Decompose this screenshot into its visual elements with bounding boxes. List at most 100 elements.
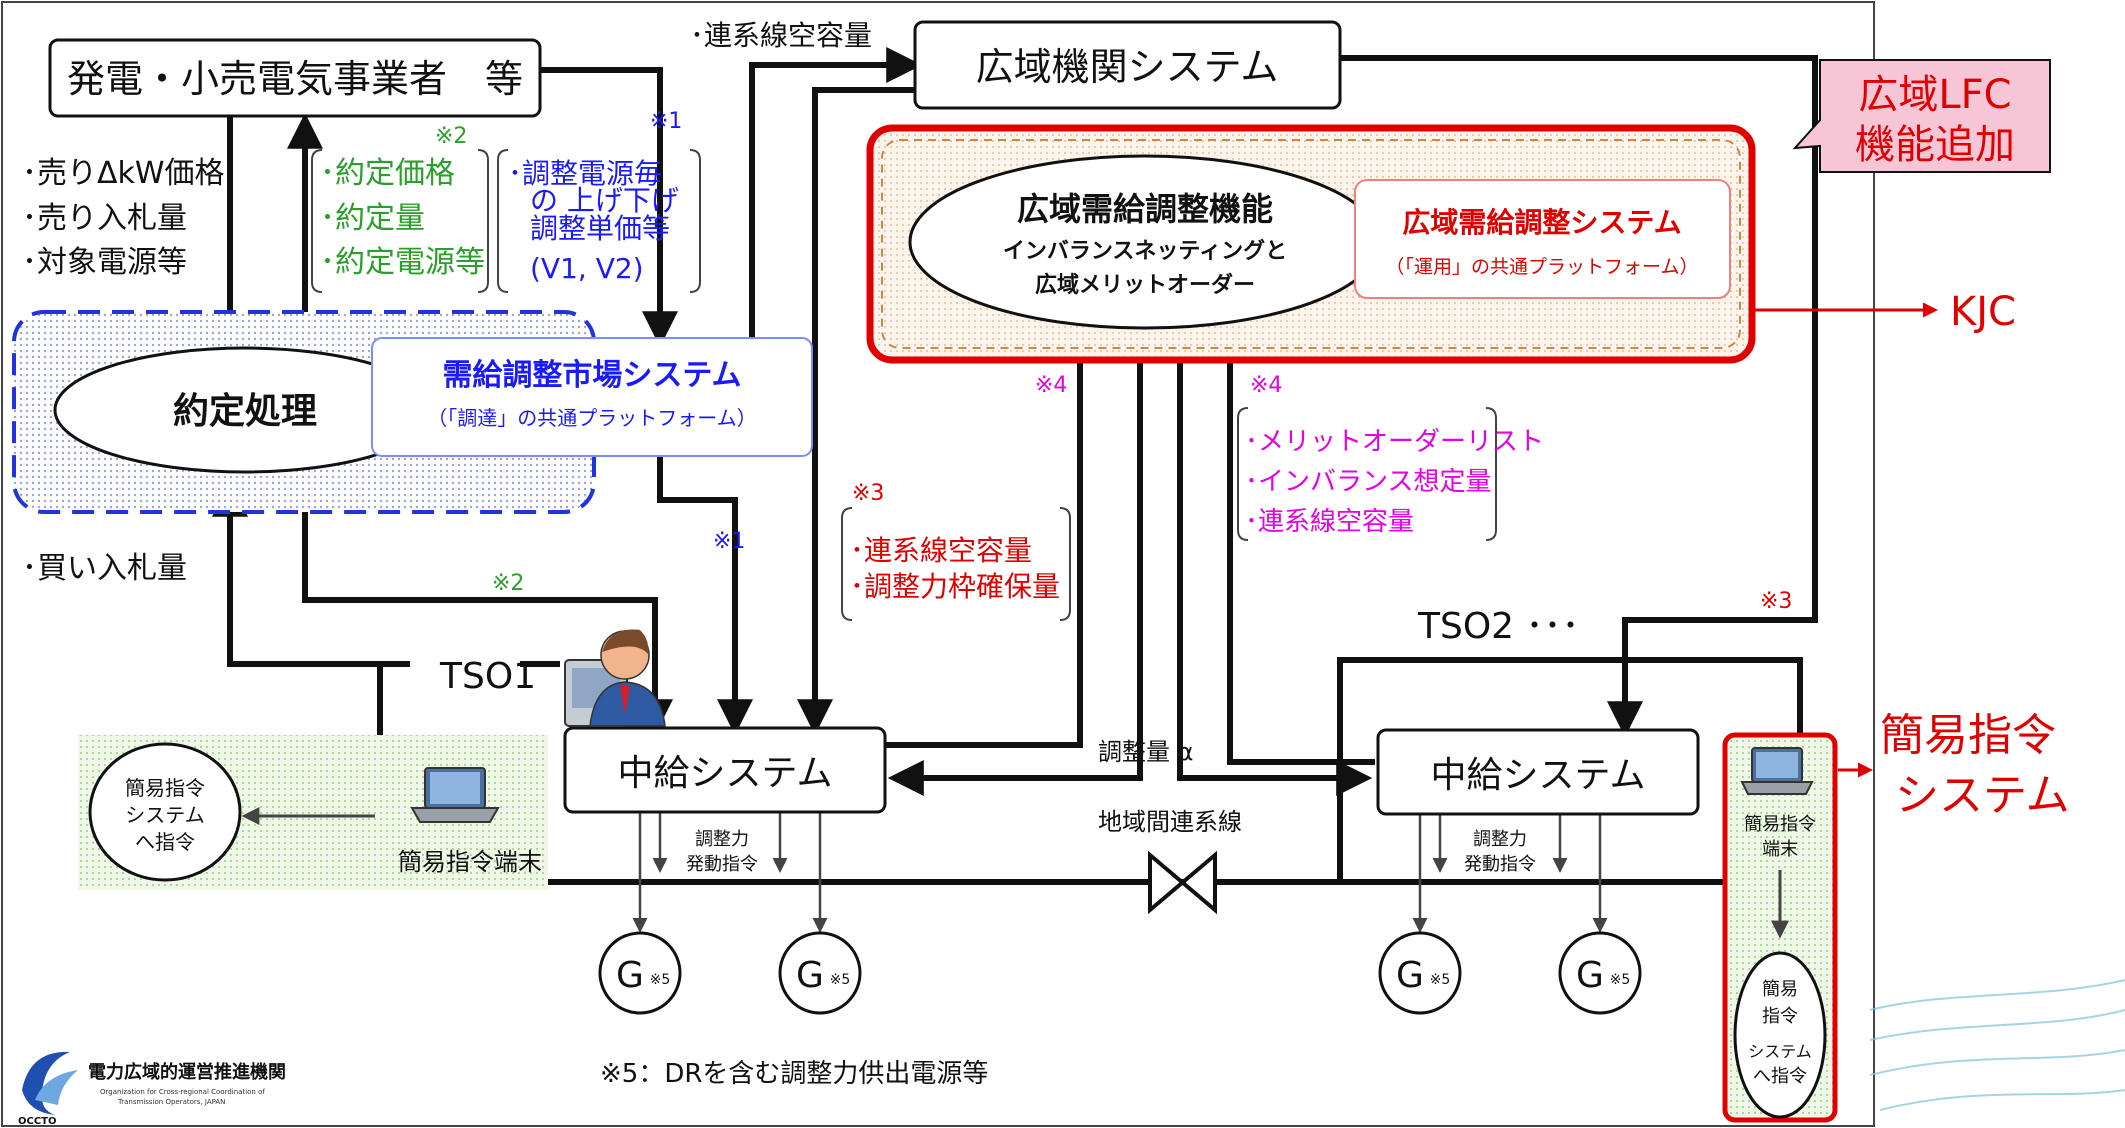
- occto-system-label: 広域機関システム: [976, 45, 1279, 89]
- adjust-line2: の 上げ下げ: [530, 184, 679, 217]
- market-system-box[interactable]: [371, 337, 813, 457]
- wide-system-subtitle: （「運用」の共通プラットフォーム）: [1386, 256, 1699, 278]
- sell-price-label: ･売りΔkW価格: [22, 156, 225, 191]
- intertie-capacity-mid: ･連系線空容量: [850, 534, 1032, 567]
- contract-sources-label: ･約定電源等: [320, 245, 485, 280]
- simple-terminal-label: 簡易指令端末: [398, 848, 542, 876]
- svg-text:※5: ※5: [650, 972, 671, 988]
- adjust-line1: ･調整電源毎: [508, 157, 662, 190]
- intertie-valve-icon: [1148, 850, 1217, 915]
- lfc-callout: 広域LFC 機能追加: [1792, 59, 2051, 173]
- wide-system-title: 広域需給調整システム: [1402, 206, 1681, 239]
- note-1b: ※1: [713, 529, 745, 554]
- simple-right-line1: 簡易: [1762, 979, 1798, 1000]
- svg-text:G: G: [1576, 955, 1604, 996]
- dispatch-2b: 発動指令: [1464, 854, 1536, 875]
- imbalance-forecast: ･インバランス想定量: [1245, 467, 1491, 497]
- generator-icon: G ※5: [1558, 931, 1642, 1015]
- generator-note: ※5：DRを含む調整力供出電源等: [600, 1059, 988, 1089]
- contract-processing-label: 約定処理: [173, 391, 317, 432]
- generator-icon: G ※5: [1378, 931, 1462, 1015]
- target-sources-label: ･対象電源等: [22, 245, 187, 280]
- simple-left-line3: へ指令: [135, 830, 195, 854]
- laptop-icon: [410, 767, 500, 823]
- lfc-callout-line2: 機能追加: [1855, 122, 2015, 168]
- note-3b: ※3: [1760, 589, 1792, 614]
- operator-person-icon: [564, 629, 666, 727]
- generator-icon: G ※5: [778, 931, 862, 1015]
- org-en-2: Transmission Operators, JAPAN: [117, 1098, 225, 1106]
- note-3a: ※3: [852, 481, 884, 506]
- adjust-line3: 調整単価等: [530, 212, 670, 245]
- svg-text:※5: ※5: [1610, 972, 1631, 988]
- wide-function-title: 広域需給調整機能: [1017, 190, 1273, 228]
- simple-command-callout-line2: システム: [1895, 770, 2070, 821]
- dispatch-2a: 調整力: [1473, 829, 1527, 850]
- merit-order-list: ･メリットオーダーリスト: [1245, 427, 1544, 457]
- tso1-label: TSO1: [439, 656, 536, 697]
- simple-right-line2: 指令: [1762, 1006, 1798, 1027]
- dispatch-1b: 発動指令: [686, 854, 758, 875]
- simple-right-line4: へ指令: [1753, 1066, 1807, 1087]
- note-1a: ※1: [650, 109, 682, 134]
- simple-command-callout-line1: 簡易指令: [1880, 710, 2056, 761]
- reserve-secured: ･調整力枠確保量: [850, 570, 1060, 603]
- wide-system-box[interactable]: [1354, 179, 1731, 299]
- svg-text:G: G: [796, 955, 824, 996]
- dispatch-1a: 調整力: [695, 829, 749, 850]
- wide-function-sub2: 広域メリットオーダー: [1035, 272, 1255, 298]
- svg-text:G: G: [616, 955, 644, 996]
- sell-volume-label: ･売り入札量: [22, 201, 187, 236]
- magenta-labels: ※4 ※4 ･メリットオーダーリスト ･インバランス想定量 ･連系線空容量: [1035, 373, 1544, 537]
- note-4a: ※4: [1035, 373, 1067, 398]
- note-2b: ※2: [492, 571, 524, 596]
- outer-frame: [1, 1, 1875, 1127]
- adjust-line4: (V1, V2): [530, 252, 644, 285]
- tso2-label: TSO2 ･･･: [1417, 606, 1580, 647]
- org-en-1: Organization for Cross-regional Coordina…: [100, 1088, 265, 1096]
- wide-function-sub1: インバランスネッティングと: [1003, 238, 1287, 264]
- contract-price-label: ･約定価格: [320, 156, 455, 191]
- generator-box[interactable]: [48, 38, 542, 118]
- note-2a: ※2: [435, 124, 467, 149]
- market-system-title: 需給調整市場システム: [442, 358, 741, 393]
- generator-label: 発電・小売電気事業者 等: [67, 57, 523, 101]
- lfc-callout-line1: 広域LFC: [1858, 72, 2011, 118]
- simple-command-ellipse-left: [88, 742, 242, 882]
- simple-right-terminal-line2: 端末: [1762, 839, 1798, 860]
- adjust-alpha-label: 調整量 α: [1098, 738, 1193, 766]
- blue-labels: ※1 ･調整電源毎 の 上げ下げ 調整単価等 (V1, V2) ※1: [508, 109, 745, 554]
- kjc-label: KJC: [1950, 289, 2016, 335]
- tso2-central-label: 中給システム: [1431, 755, 1646, 796]
- note-4b: ※4: [1250, 373, 1282, 398]
- generator-icon: G ※5: [598, 931, 682, 1015]
- svg-text:※5: ※5: [1430, 972, 1451, 988]
- decorative-wave: [1869, 979, 2125, 1111]
- tso2-central-box[interactable]: [1376, 728, 1700, 816]
- simple-left-line2: システム: [125, 803, 204, 827]
- wide-lfc-inner-dash: [881, 139, 1741, 349]
- black-labels: ･連系線空容量 ･売りΔkW価格 ･売り入札量 ･対象電源等 ･買い入札量 TS…: [22, 19, 1580, 1089]
- brackets: [311, 149, 1497, 621]
- intertie-capacity-right: ･連系線空容量: [1245, 507, 1414, 537]
- generator-icons: G ※5 G ※5 G ※5 G ※5: [598, 931, 1642, 1015]
- market-system-subtitle: （「調達」の共通プラットフォーム）: [427, 406, 756, 430]
- buy-volume-label: ･買い入札量: [22, 551, 187, 586]
- org-abbr: OCCTO: [18, 1116, 57, 1127]
- svg-text:G: G: [1396, 955, 1424, 996]
- red-labels: ※3 ･連系線空容量 ･調整力枠確保量 ※3: [850, 481, 1792, 614]
- org-name: 電力広域的運営推進機関: [88, 1061, 286, 1083]
- green-labels: ※2 ･約定価格 ･約定量 ･約定電源等 ※2: [320, 124, 524, 596]
- simple-right-line3: システム: [1748, 1042, 1812, 1061]
- tso1-central-box[interactable]: [563, 726, 887, 814]
- intertie-capacity-top: ･連系線空容量: [690, 19, 872, 52]
- simple-left-line1: 簡易指令: [125, 776, 205, 800]
- occto-logo: 電力広域的運営推進機関 Organization for Cross-regio…: [18, 1051, 286, 1127]
- svg-text:※5: ※5: [830, 972, 851, 988]
- interregional-line-label: 地域間連系線: [1098, 808, 1242, 836]
- dispatch-arrows: [632, 812, 1608, 933]
- simple-right-terminal-line1: 簡易指令: [1744, 814, 1816, 835]
- occto-system-box[interactable]: [913, 20, 1342, 110]
- contract-volume-label: ･約定量: [320, 201, 425, 236]
